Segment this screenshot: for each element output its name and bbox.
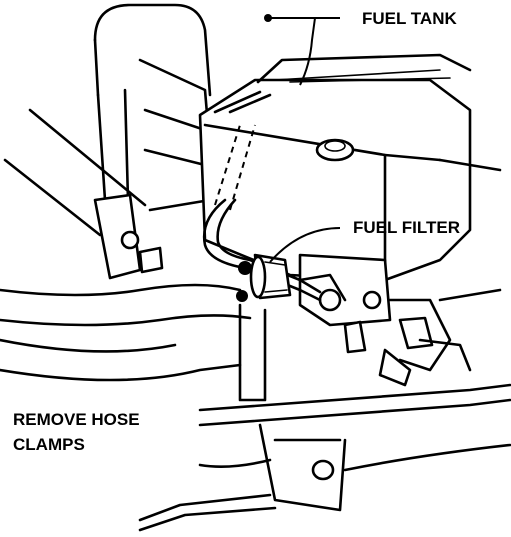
remove-hose-clamps-callout: REMOVE HOSE CLAMPS <box>13 410 140 454</box>
engine-assembly <box>298 253 502 387</box>
fuel-tank-callout: FUEL TANK <box>264 9 457 86</box>
fuel-filter-callout: FUEL FILTER <box>269 218 460 263</box>
chassis <box>0 108 511 532</box>
seat-block <box>93 3 212 212</box>
hose-clamp-lower <box>236 290 248 302</box>
fuel-tank <box>198 53 502 282</box>
fuel-line <box>202 124 322 302</box>
fuel-filter <box>249 253 292 300</box>
fuel-tank-label: FUEL TANK <box>362 9 457 28</box>
remove-hose-label-line1: REMOVE HOSE <box>13 410 140 429</box>
fuel-filter-label: FUEL FILTER <box>353 218 460 237</box>
frame-tube <box>93 88 164 280</box>
remove-hose-label-line2: CLAMPS <box>13 435 85 454</box>
hose-clamp-upper <box>238 261 252 275</box>
